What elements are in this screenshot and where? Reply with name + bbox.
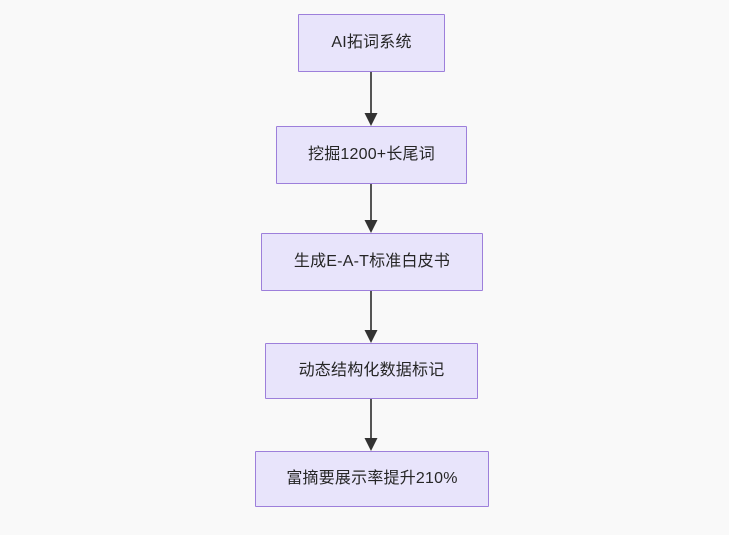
node-label: 挖掘1200+长尾词 [308,146,435,163]
node-label: 动态结构化数据标记 [298,362,445,379]
edge-node2-to-node3 [364,291,378,343]
edge-node3-to-node4 [364,399,378,451]
flowchart-node-generate-eat-whitepaper[interactable]: 生成E-A-T标准白皮书 [261,233,483,291]
flowchart-node-dynamic-structured-data-markup[interactable]: 动态结构化数据标记 [265,343,478,399]
node-label: 富摘要展示率提升210% [286,470,458,487]
flowchart-node-mine-longtail-keywords[interactable]: 挖掘1200+长尾词 [276,126,467,184]
node-label: 生成E-A-T标准白皮书 [293,253,451,270]
flowchart-node-rich-snippet-impression-uplift[interactable]: 富摘要展示率提升210% [255,451,489,507]
edge-node1-to-node2 [364,184,378,233]
edge-node0-to-node1 [364,72,378,126]
flowchart-node-ai-keyword-system[interactable]: AI拓词系统 [298,14,445,72]
node-label: AI拓词系统 [331,34,412,51]
